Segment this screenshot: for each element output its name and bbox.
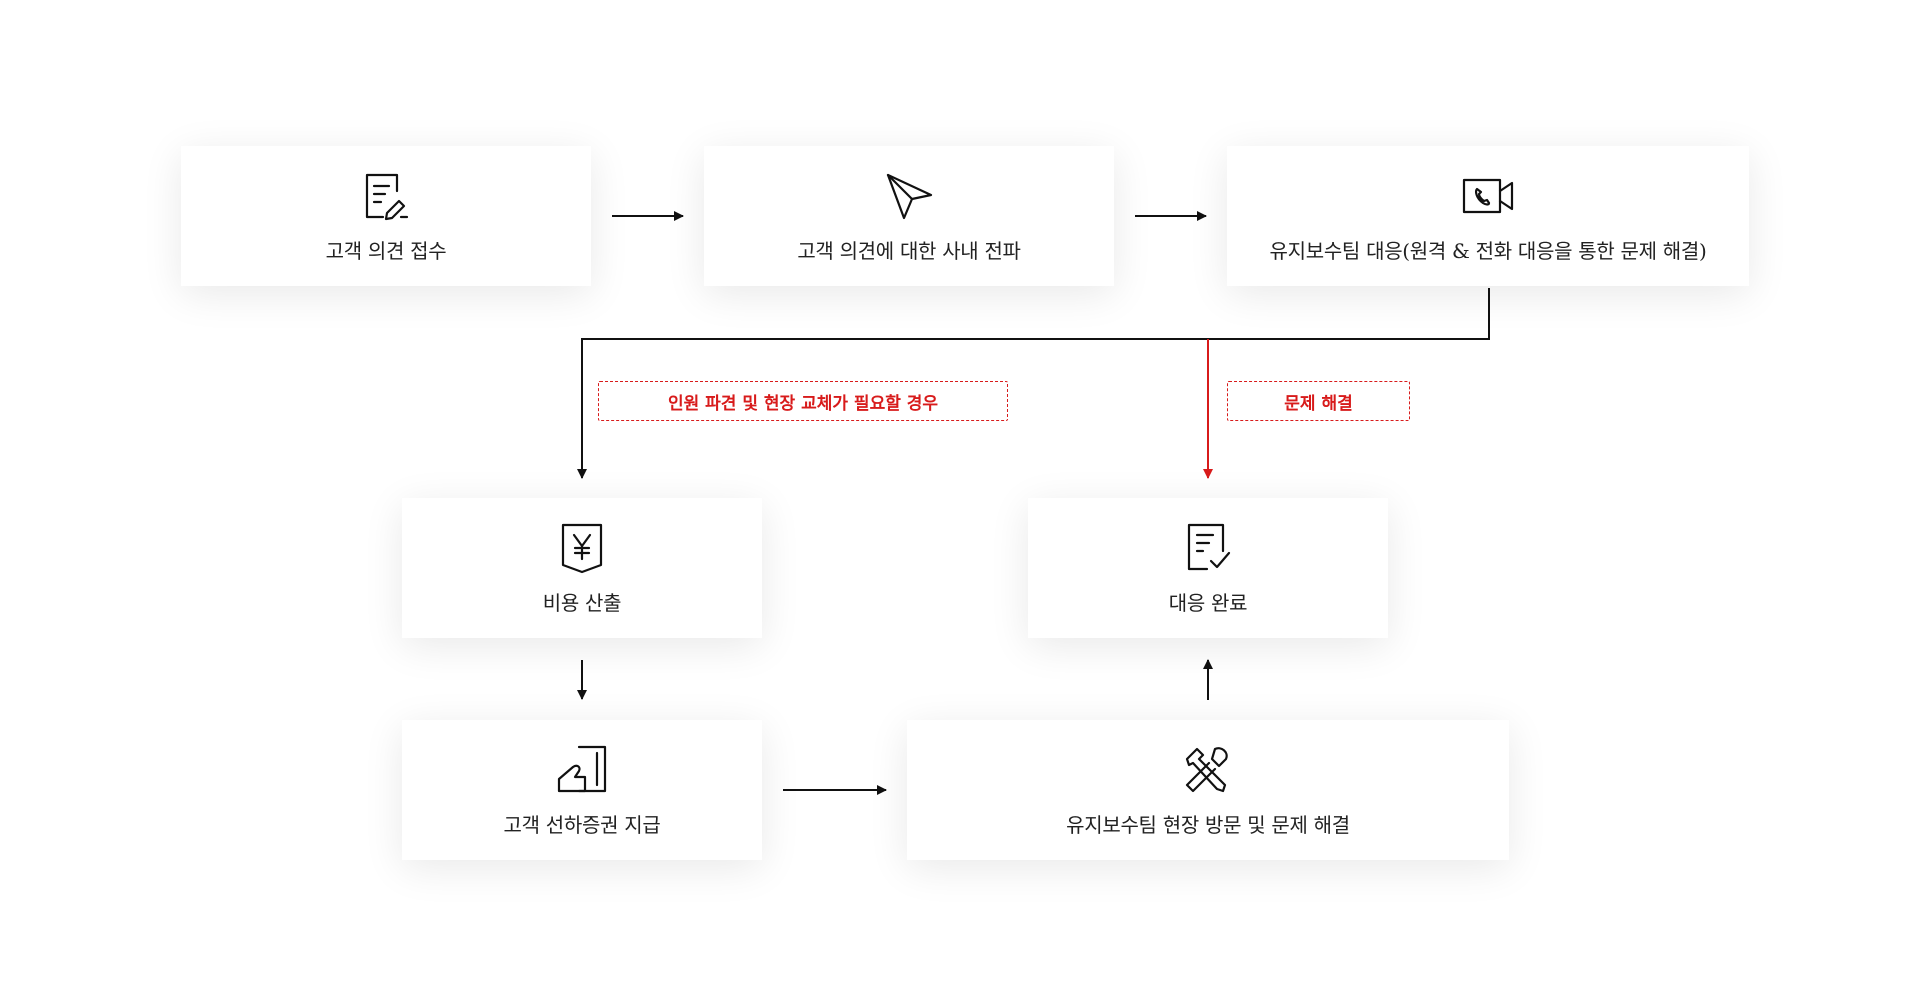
video-call-icon: [1462, 178, 1514, 213]
step-respond-label: 유지보수팀 대응(원격 & 전화 대응을 통한 문제 해결): [1269, 238, 1707, 263]
step-share: 고객 의견에 대한 사내 전파: [704, 146, 1114, 286]
condition-dispatch-tag: 인원 파견 및 현장 교체가 필요할 경우: [598, 381, 1008, 421]
step-respond: 유지보수팀 대응(원격 & 전화 대응을 통한 문제 해결): [1227, 146, 1749, 286]
step-share-label: 고객 의견에 대한 사내 전파: [797, 238, 1021, 263]
step-voucher-label: 고객 선하증권 지급: [503, 812, 661, 837]
paper-plane-icon: [886, 173, 933, 219]
hand-document-icon: [557, 745, 607, 792]
condition-resolved-label: 문제 해결: [1284, 393, 1353, 414]
step-complete: 대응 완료: [1028, 498, 1388, 638]
step-cost: 비용 산출: [402, 498, 762, 638]
step-visit: 유지보수팀 현장 방문 및 문제 해결: [907, 720, 1509, 860]
step-visit-label: 유지보수팀 현장 방문 및 문제 해결: [1066, 812, 1350, 837]
step-receive: 고객 의견 접수: [181, 146, 591, 286]
document-edit-icon: [365, 173, 409, 220]
condition-dispatch-label: 인원 파견 및 현장 교체가 필요할 경우: [667, 393, 939, 414]
step-complete-label: 대응 완료: [1168, 590, 1248, 615]
arrow-respond-to-cost: [577, 288, 1490, 479]
step-receive-label: 고객 의견 접수: [325, 238, 447, 263]
yen-receipt-icon: [561, 523, 603, 573]
tools-icon: [1185, 746, 1228, 792]
step-voucher: 고객 선하증권 지급: [402, 720, 762, 860]
step-cost-label: 비용 산출: [542, 590, 622, 615]
checklist-icon: [1187, 523, 1231, 570]
condition-resolved-tag: 문제 해결: [1227, 381, 1410, 421]
